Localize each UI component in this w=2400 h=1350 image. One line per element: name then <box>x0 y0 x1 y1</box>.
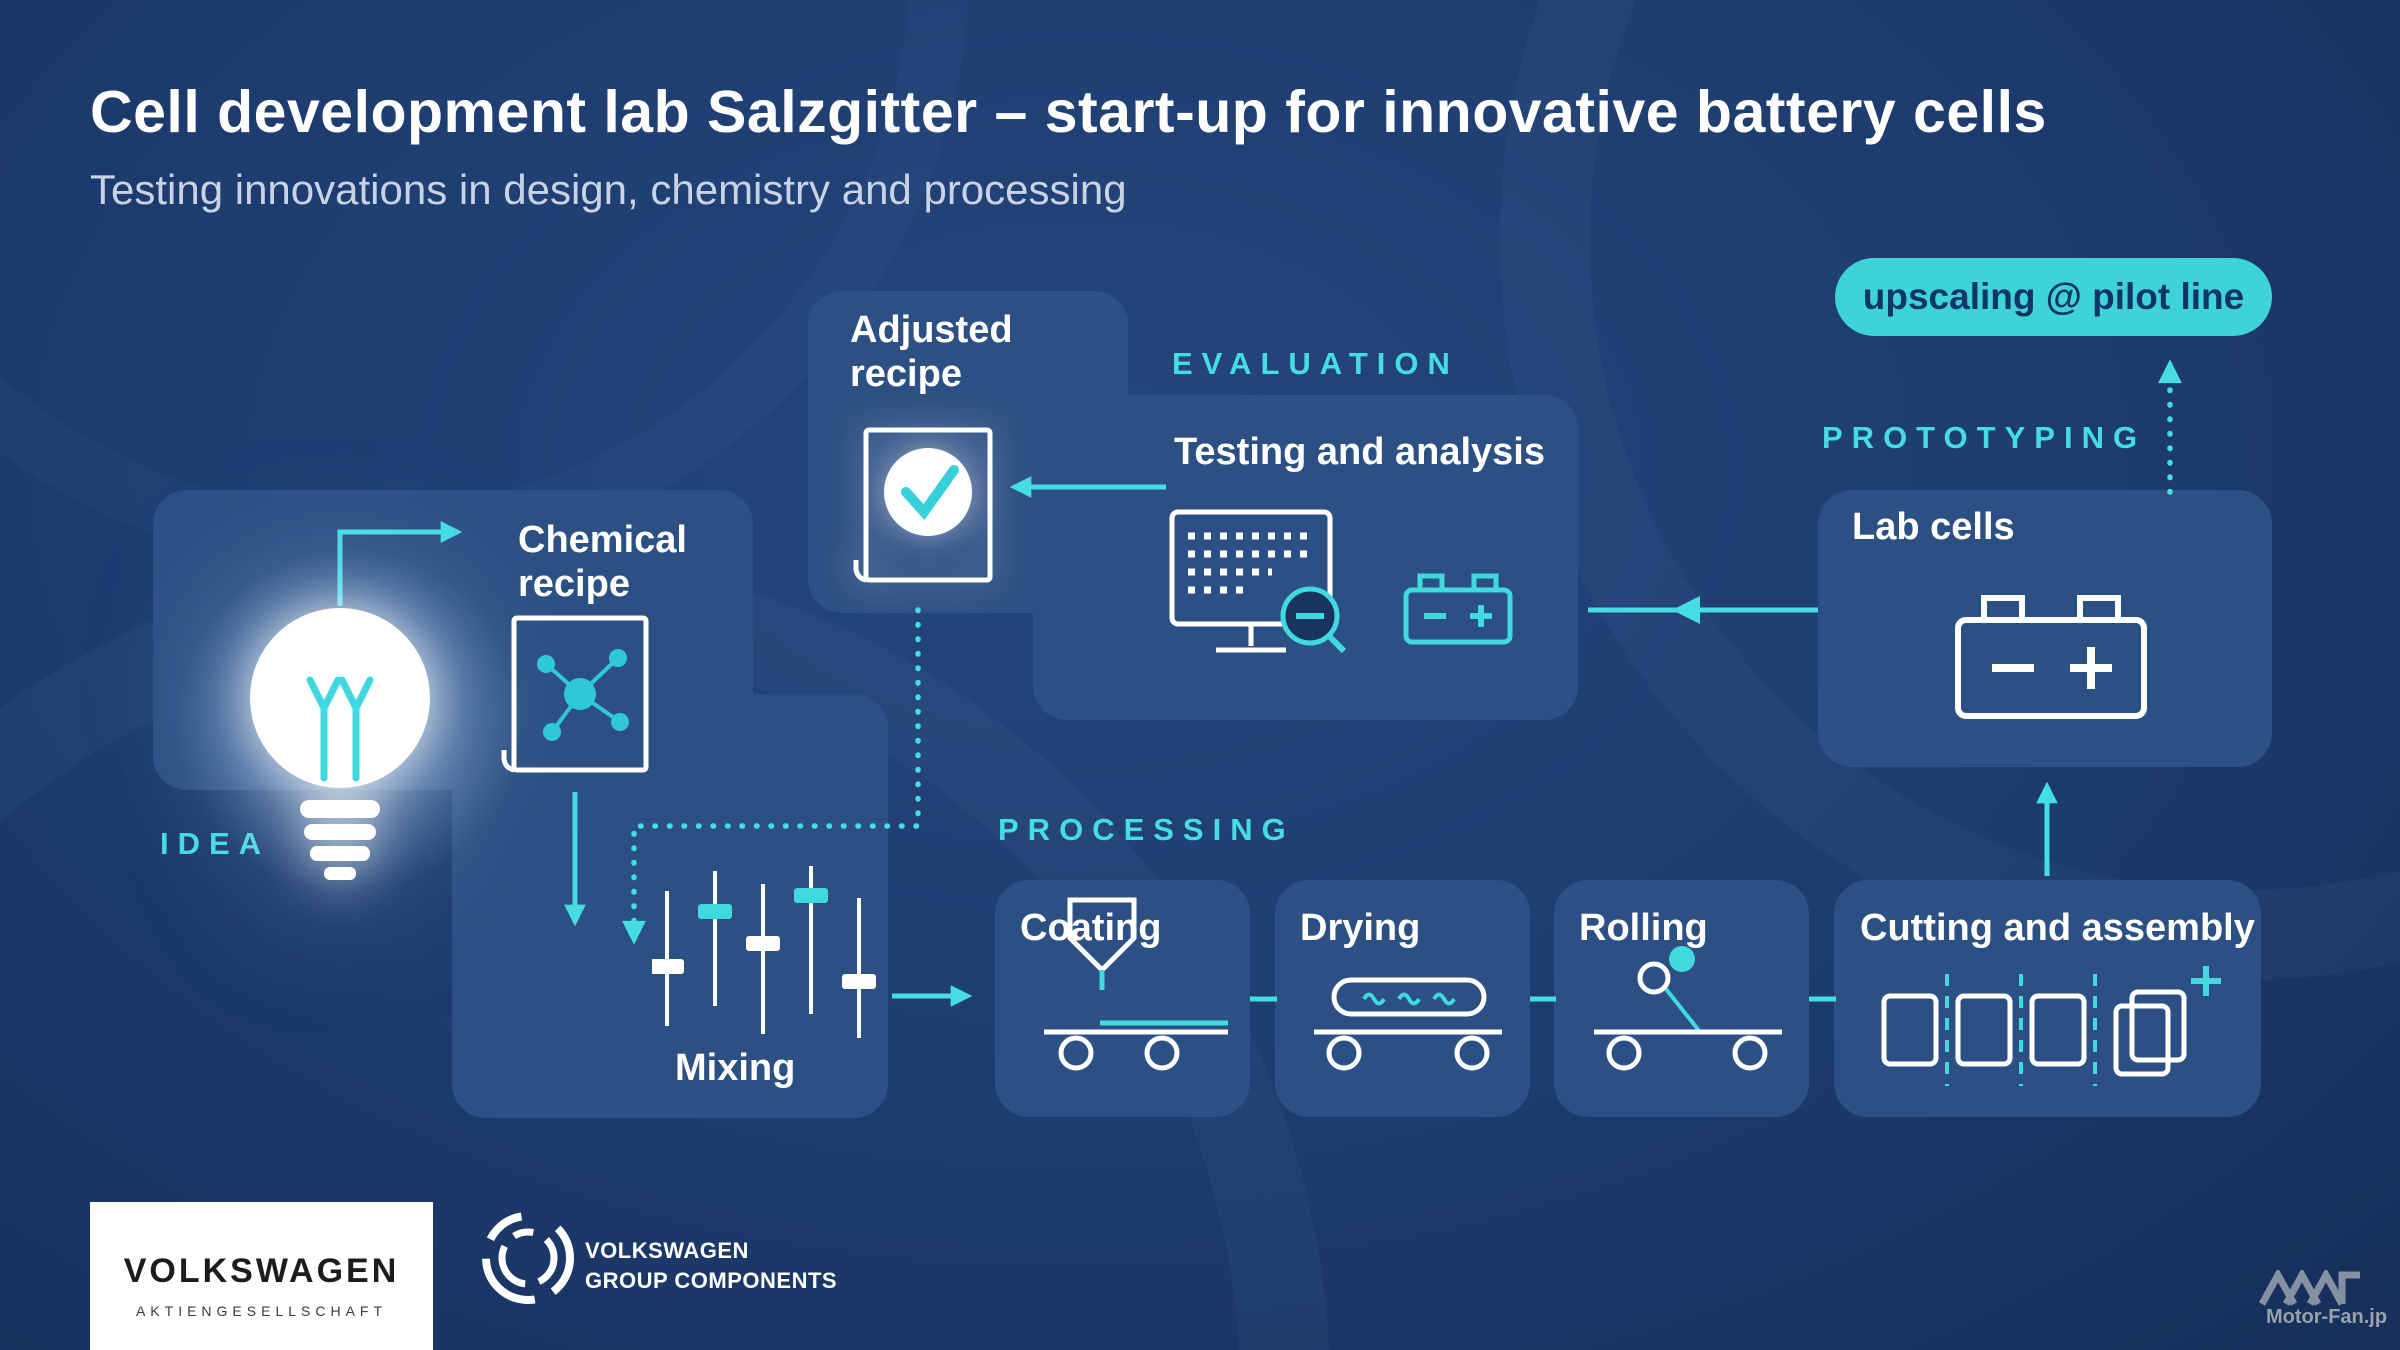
check-icon <box>901 465 959 520</box>
chemical-recipe-doc-icon <box>501 615 649 773</box>
adjusted-recipe-doc-icon <box>853 427 993 583</box>
drying-machine-icon <box>1314 977 1502 1071</box>
rolling-machine-icon <box>1594 946 1782 1071</box>
coating-panel <box>995 880 1250 1117</box>
mixing-title: Mixing <box>675 1047 796 1089</box>
prototyping-label: PROTOTYPING <box>1822 420 2147 455</box>
lightbulb-icon <box>250 608 430 880</box>
coating-title: Coating <box>1020 907 1162 949</box>
gc-line2: GROUP COMPONENTS <box>585 1267 838 1293</box>
monitor-icon <box>1169 509 1347 654</box>
battery-icon-large <box>1955 595 2147 719</box>
testing-analysis-title: Testing and analysis <box>1174 431 1545 473</box>
processing-label: PROCESSING <box>998 812 1295 847</box>
gc-line1: VOLKSWAGEN <box>585 1238 749 1263</box>
check-circle <box>884 448 972 536</box>
upscaling-pilot-line-badge: upscaling @ pilot line <box>1835 258 2272 336</box>
vw-subtitle: AKTIENGESELLSCHAFT <box>135 1303 388 1319</box>
drying-title: Drying <box>1300 907 1421 949</box>
mixer-sliders-icon <box>652 866 876 1038</box>
magnifier-icon <box>1280 586 1347 654</box>
cutting-assembly-title: Cutting and assembly <box>1860 907 2255 949</box>
vw-wordmark: VOLKSWAGEN <box>123 1252 400 1290</box>
cutting-assembly-icon <box>1881 966 2221 1086</box>
page-title: Cell development lab Salzgitter – start-… <box>90 79 2047 145</box>
lab-cells-panel <box>1818 490 2272 767</box>
drying-panel <box>1275 880 1530 1117</box>
lab-cells-title: Lab cells <box>1852 506 2015 548</box>
arrowhead-left <box>1672 596 1700 624</box>
idea-label: IDEA <box>160 826 271 861</box>
chemical-recipe-title: Chemical recipe <box>518 519 687 606</box>
group-components-wordmark: VOLKSWAGEN GROUP COMPONENTS <box>585 1236 837 1295</box>
motorfan-watermark: Motor-Fan.jp <box>2266 1306 2388 1328</box>
page-subtitle: Testing innovations in design, chemistry… <box>90 166 1127 213</box>
rolling-panel <box>1554 880 1809 1117</box>
coating-machine-icon <box>1044 897 1228 1071</box>
evaluation-label: EVALUATION <box>1172 346 1459 381</box>
battery-icon-small <box>1403 573 1513 645</box>
volkswagen-ag-logo: VOLKSWAGEN AKTIENGESELLSCHAFT <box>90 1202 433 1350</box>
motorfan-logo-icon <box>2258 1270 2360 1306</box>
adjusted-recipe-title: Adjusted recipe <box>850 309 1013 396</box>
rolling-title: Rolling <box>1579 907 1708 949</box>
group-components-ring-icon <box>482 1212 574 1304</box>
